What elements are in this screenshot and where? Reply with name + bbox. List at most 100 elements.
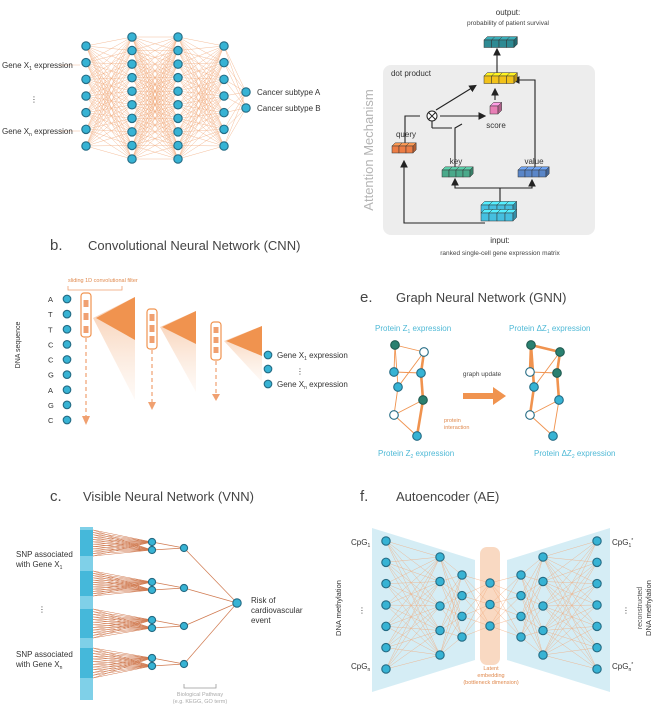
edge [489, 582, 522, 596]
snp-edge [92, 579, 153, 583]
query-block [398, 145, 407, 154]
ae-neuron [592, 664, 602, 674]
edge [131, 36, 179, 51]
snp-edge [92, 581, 153, 592]
ae-neuron [457, 611, 467, 622]
panel-a-nodes [81, 32, 251, 164]
filter-slide-arrow-icon [148, 402, 156, 410]
gnn-left-edge [394, 344, 399, 388]
panel-c-pathway-line2: (e.g. KEGG, GO term) [173, 699, 228, 705]
gnn-left-node [418, 395, 428, 405]
gnn-left-edge [393, 414, 418, 437]
autoencoder-network [381, 536, 602, 674]
panel-b-filter-note: sliding 1D convolutional filter [68, 278, 138, 284]
edge [177, 45, 225, 146]
edge [385, 540, 441, 656]
edge [177, 36, 225, 97]
edge [439, 556, 463, 596]
edge [85, 104, 133, 113]
gnn-right-edge [533, 351, 561, 388]
edge [177, 45, 225, 51]
snp-edge [92, 657, 153, 671]
dna-base-node [62, 309, 72, 319]
edge [542, 562, 598, 656]
panel-a-neuron [241, 103, 251, 113]
dna-base-label: A [48, 295, 53, 304]
edge [177, 95, 225, 160]
ae-neuron [381, 642, 391, 653]
edge [461, 574, 491, 605]
panel-f-latent-2: embedding [477, 673, 504, 679]
latent-node [485, 599, 495, 610]
filter-slide-arrow-icon [82, 416, 90, 425]
key-block [448, 169, 457, 178]
edge [85, 63, 133, 97]
ae-neuron [457, 632, 467, 642]
ae-neuron [457, 570, 467, 580]
cnn-filters [80, 292, 273, 425]
snp-edge [92, 657, 153, 660]
edge [489, 582, 522, 638]
edge [385, 605, 441, 627]
edge [85, 118, 133, 147]
panel-a-input-1-label: Gene X1 expression [2, 61, 73, 72]
attention-dot-product-label: dot product [391, 69, 432, 78]
edge [385, 647, 441, 656]
panel-a-neuron [173, 113, 183, 124]
snp-edge [92, 586, 153, 591]
snp-edge [92, 665, 153, 679]
edge [439, 595, 463, 631]
gnn-left-edge [393, 399, 424, 416]
edge [131, 145, 179, 160]
snp-edge [92, 657, 153, 679]
edge [385, 604, 441, 656]
attention-arrows [400, 47, 536, 224]
pathway-node [179, 583, 189, 593]
edge [85, 145, 133, 160]
cnn-output-node [263, 350, 273, 360]
edge [177, 79, 225, 133]
edge [131, 64, 179, 160]
snp-edge [92, 541, 153, 557]
ae-neuron [516, 632, 526, 642]
edge [461, 625, 491, 638]
value-block [524, 169, 533, 178]
edge [177, 45, 225, 160]
edge [461, 616, 491, 627]
input-block [504, 212, 514, 222]
dna-base-node [62, 415, 72, 425]
edge [85, 131, 133, 147]
latent-node [485, 621, 495, 631]
snp-edge [92, 573, 153, 583]
edge [489, 574, 522, 584]
snp-edge [92, 543, 153, 551]
edge [85, 90, 133, 97]
snp-edge [92, 665, 153, 676]
filter-cell [83, 300, 89, 307]
value-block [538, 169, 547, 178]
edge [520, 574, 544, 656]
snp-group-block [80, 571, 93, 596]
gene-node [147, 615, 157, 625]
snp-edge [92, 665, 153, 673]
filter-cell [149, 336, 155, 343]
snp-edge [92, 532, 153, 543]
panel-f-right-ellipsis: ⋮ [622, 606, 630, 615]
gnn-left-edge [397, 351, 425, 388]
edge [520, 581, 544, 617]
edge [223, 62, 247, 93]
panel-a-neuron [173, 72, 183, 83]
edge [542, 583, 598, 656]
filter-cell [149, 325, 155, 332]
snp-edge [92, 529, 153, 551]
snp-edge [92, 573, 153, 591]
edge [177, 95, 225, 105]
output-block [491, 39, 500, 48]
edge [85, 77, 133, 147]
snp-edge [92, 548, 153, 551]
snp-edge [92, 608, 153, 621]
edge [439, 605, 463, 638]
panel-a-neuron [173, 127, 183, 137]
edge [177, 145, 225, 147]
edge [439, 574, 463, 631]
